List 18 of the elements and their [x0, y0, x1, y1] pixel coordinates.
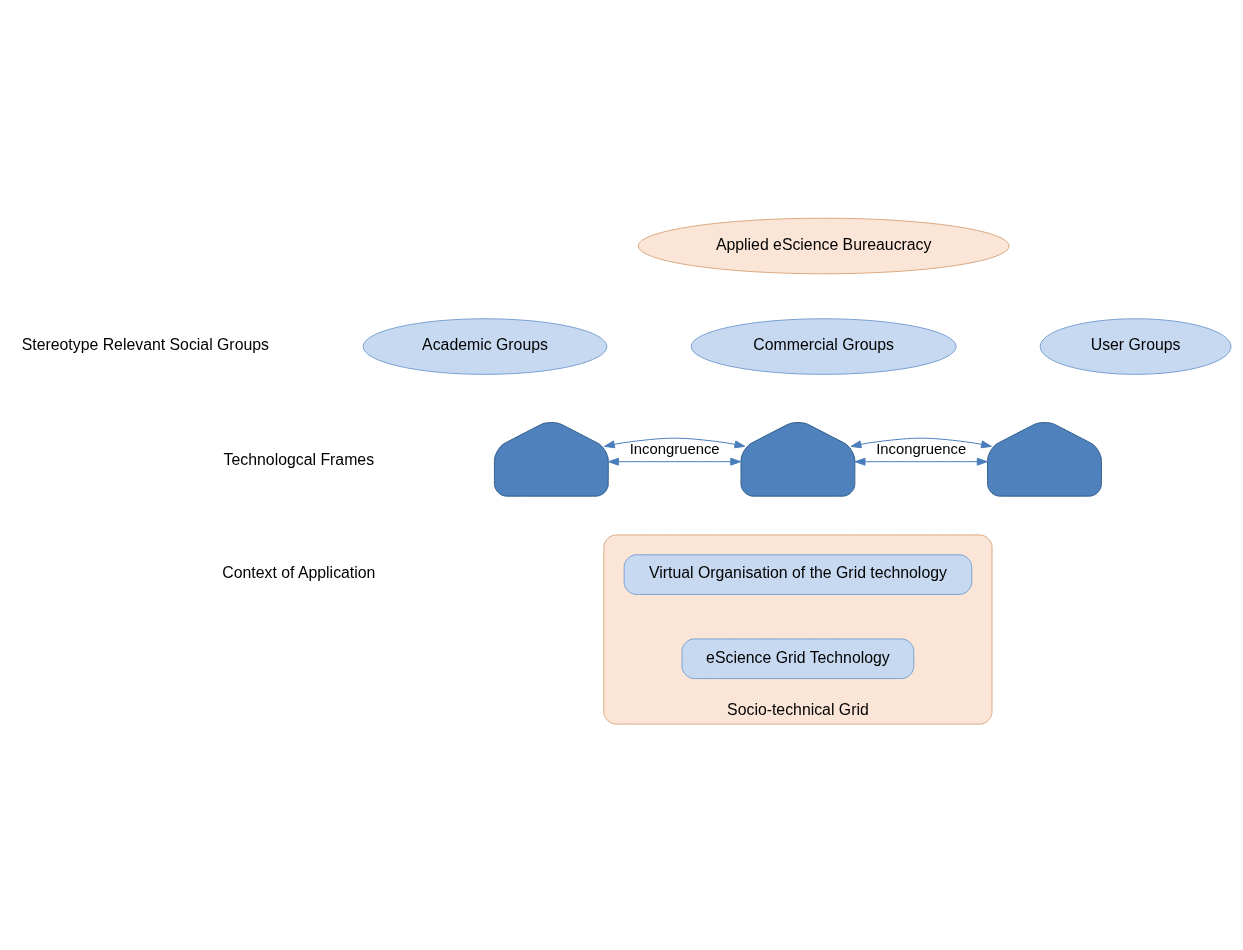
- node-house: [987, 422, 1102, 497]
- node-house: [493, 422, 609, 497]
- node-ellipse: Applied eScience Bureaucracy: [637, 217, 1010, 275]
- label: Technologcal Frames: [223, 451, 375, 469]
- label: Stereotype Relevant Social Groups: [21, 336, 269, 354]
- node-box: Virtual Organisation of the Grid technology: [623, 554, 973, 595]
- edge-label: Incongruence: [629, 440, 720, 457]
- node-house: [740, 422, 856, 497]
- label: Context of Application: [222, 564, 376, 582]
- node-ellipse: Commercial Groups: [690, 318, 957, 375]
- arrow: [850, 437, 992, 449]
- arrow: [608, 457, 742, 466]
- arrow: [854, 457, 988, 466]
- node-ellipse: Academic Groups: [362, 318, 608, 375]
- edge-label: Incongruence: [876, 440, 967, 457]
- arrow: [603, 437, 746, 449]
- node-box: eScience Grid Technology: [681, 638, 915, 680]
- node-ellipse: User Groups: [1039, 318, 1232, 375]
